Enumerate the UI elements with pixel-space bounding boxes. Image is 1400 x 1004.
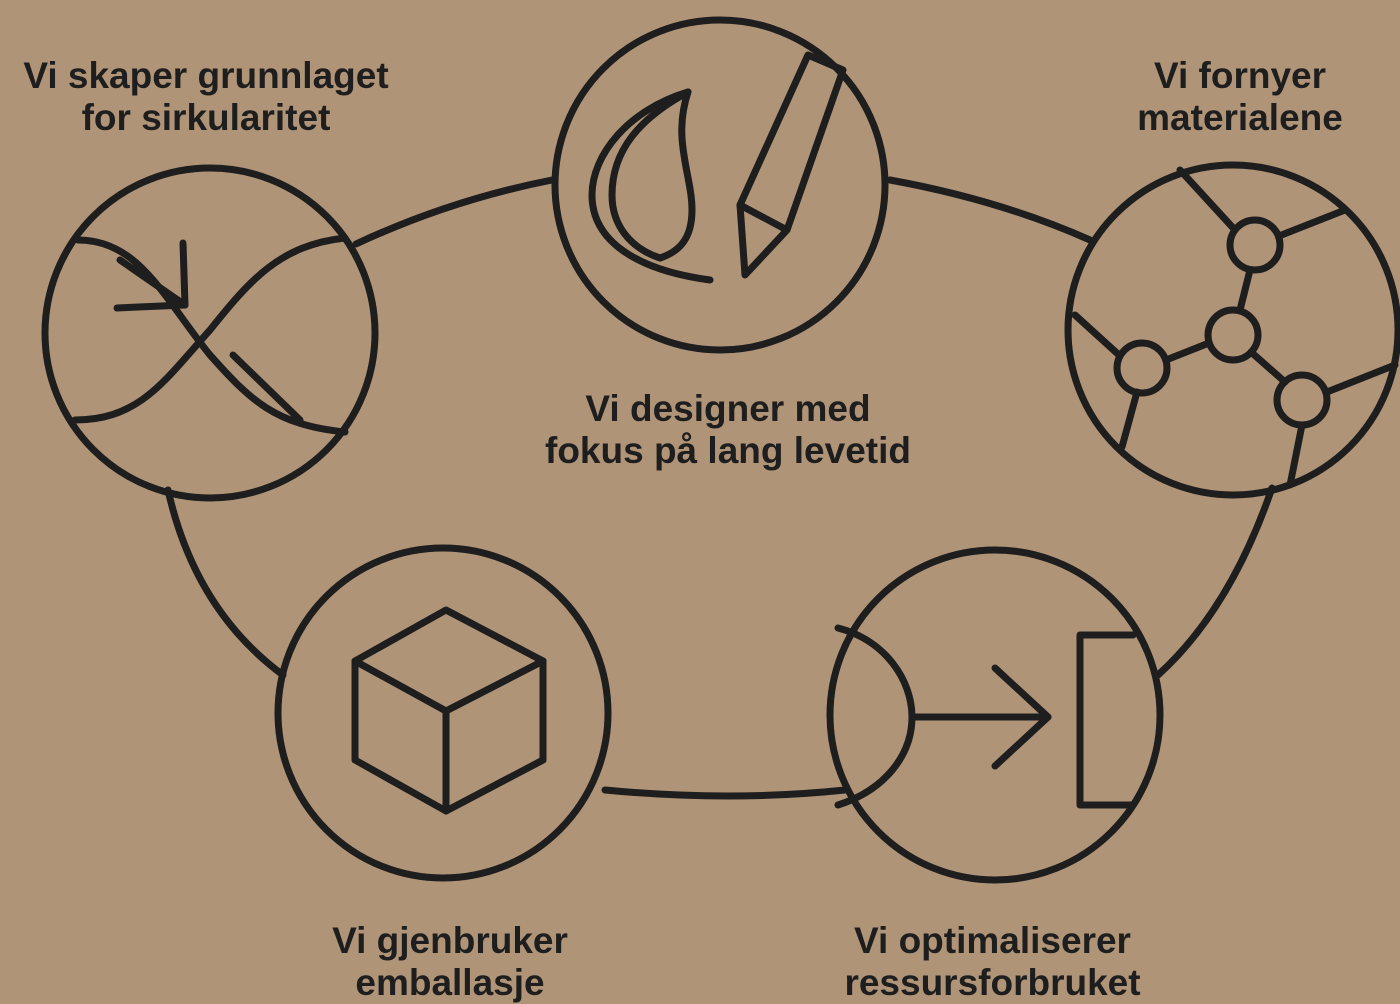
node-circularity xyxy=(41,164,379,502)
label-materials: Vi fornyer materialene xyxy=(1137,55,1343,138)
node-materials xyxy=(1064,161,1400,499)
label-packaging: Vi gjenbruker emballasje xyxy=(332,920,568,1003)
cycle-connector xyxy=(164,176,1276,800)
molecule-network-icon xyxy=(1071,166,1399,489)
crossover-arrow-icon xyxy=(71,234,349,436)
label-resources: Vi optimaliserer ressursforbruket xyxy=(844,920,1141,1003)
leaf-pencil-icon xyxy=(588,51,847,284)
node-design xyxy=(551,16,889,354)
label-design: Vi designer med fokus på lang levetid xyxy=(545,388,911,471)
arrow-into-bracket-icon xyxy=(834,624,1137,809)
node-resources xyxy=(826,546,1164,884)
cube-icon xyxy=(351,606,547,815)
node-packaging xyxy=(274,544,612,882)
label-circularity: Vi skaper grunnlaget for sirkularitet xyxy=(23,55,389,138)
